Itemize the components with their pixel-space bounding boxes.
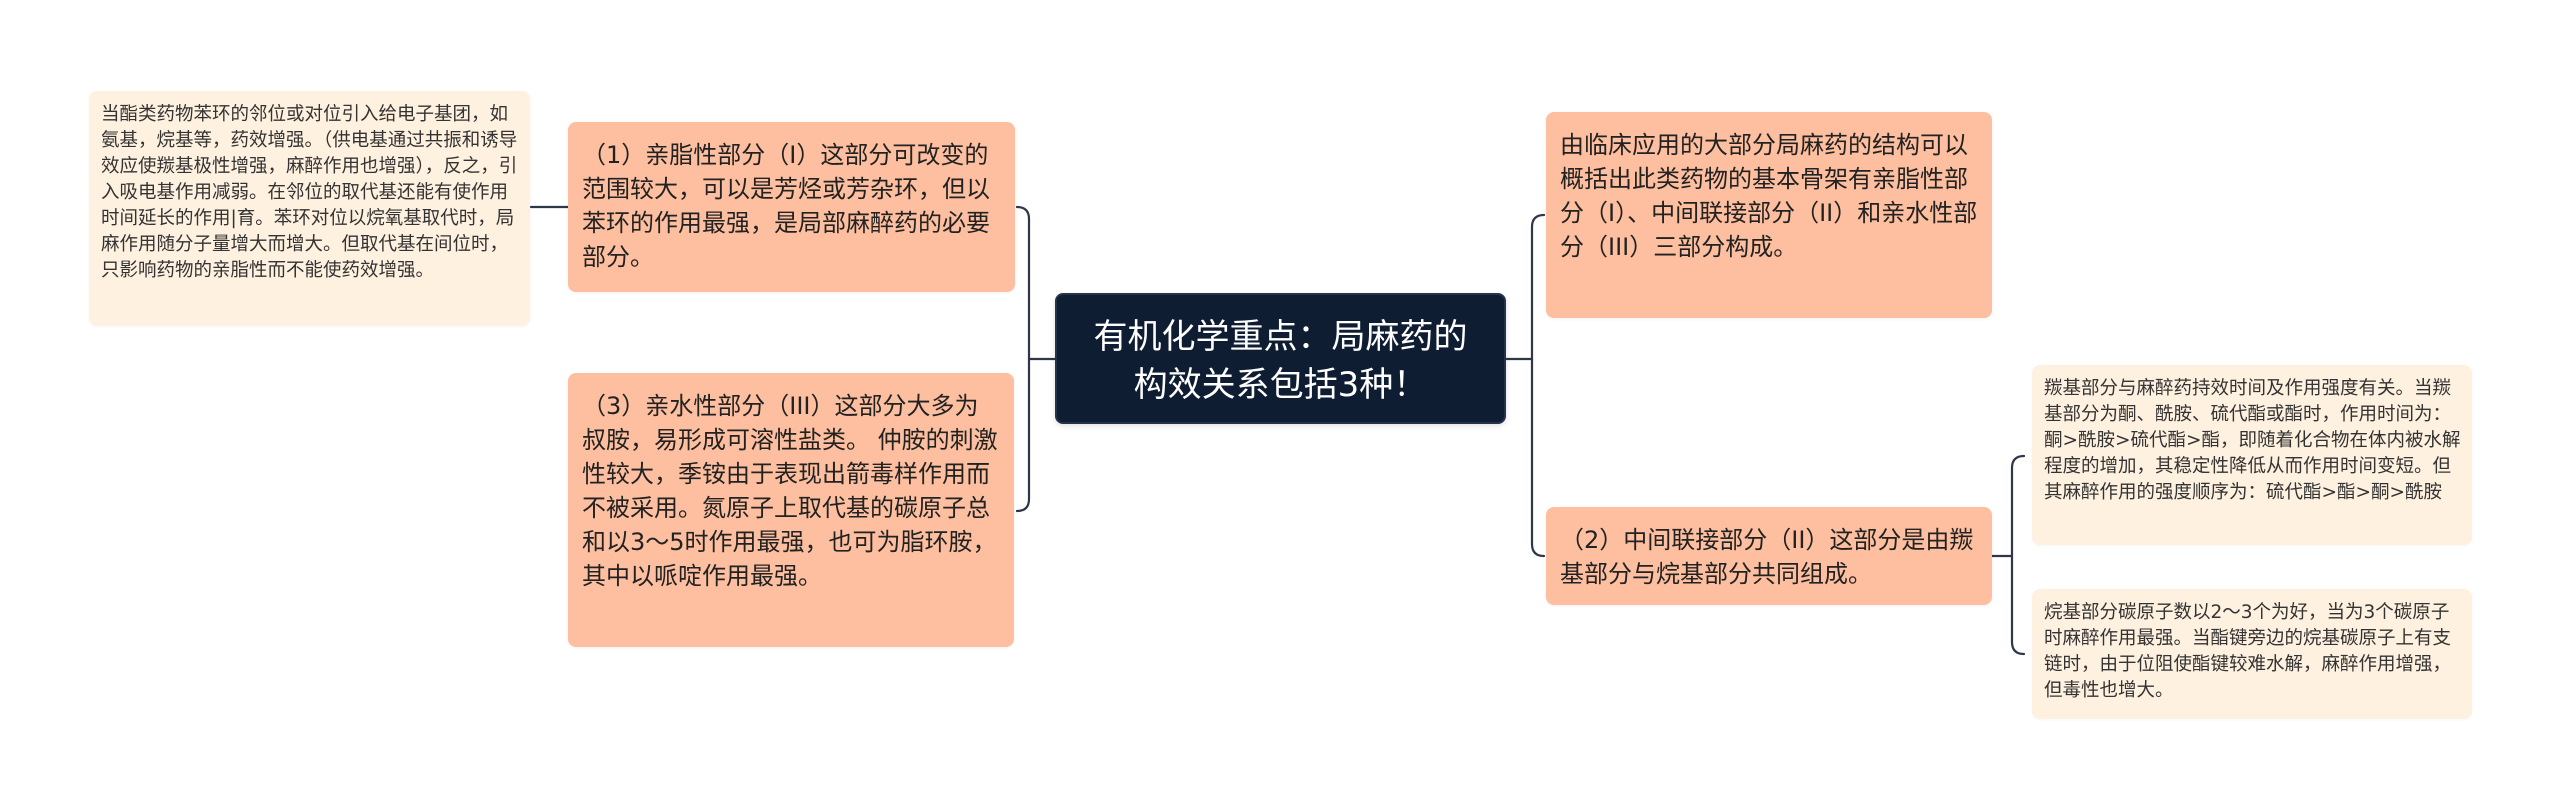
right-detail-carbonyl: 羰基部分与麻醉药持效时间及作用强度有关。当羰基部分为酮、酰胺、硫代酯或酯时，作用…	[2032, 365, 2472, 545]
connector-center-left-branch-top	[1015, 205, 1031, 361]
connector-center-right-branch-bottom	[1530, 357, 1546, 558]
right-detail-alkyl: 烷基部分碳原子数以2～3个为好，当为3个碳原子时麻醉作用最强。当酯键旁边的烷基碳…	[2032, 589, 2472, 719]
left-topic-lipophilic: （1）亲脂性部分（I）这部分可改变的范围较大，可以是芳烃或芳杂环，但以苯环的作用…	[568, 122, 1015, 292]
left-topic-hydrophilic: （3）亲水性部分（III）这部分大多为叔胺，易形成可溶性盐类。 仲胺的刺激性较大…	[568, 373, 1014, 647]
central-topic: 有机化学重点：局麻药的构效关系包括3种！	[1055, 293, 1506, 424]
left-detail-note-text: 当酯类药物苯环的邻位或对位引入给电子基团，如氨基，烷基等，药效增强。（供电基通过…	[101, 104, 518, 281]
right-topic-linker-text: （2）中间联接部分（II）这部分是由羰基部分与烷基部分共同组成。	[1560, 526, 1974, 588]
left-topic-hydrophilic-text: （3）亲水性部分（III）这部分大多为叔胺，易形成可溶性盐类。 仲胺的刺激性较大…	[582, 392, 998, 590]
right-detail-carbonyl-text: 羰基部分与麻醉药持效时间及作用强度有关。当羰基部分为酮、酰胺、硫代酯或酯时，作用…	[2044, 378, 2461, 503]
right-topic-linker: （2）中间联接部分（II）这部分是由羰基部分与烷基部分共同组成。	[1546, 507, 1992, 605]
left-topic-lipophilic-text: （1）亲脂性部分（I）这部分可改变的范围较大，可以是芳烃或芳杂环，但以苯环的作用…	[582, 141, 990, 271]
left-detail-note: 当酯类药物苯环的邻位或对位引入给电子基团，如氨基，烷基等，药效增强。（供电基通过…	[89, 91, 530, 326]
connector-center-right-branch-top	[1530, 213, 1546, 361]
connector-right-main-branch-top	[2010, 454, 2026, 558]
right-topic-skeleton-text: 由临床应用的大部分局麻药的结构可以概括出此类药物的基本骨架有亲脂性部分（I）、中…	[1560, 131, 1978, 261]
right-topic-skeleton: 由临床应用的大部分局麻药的结构可以概括出此类药物的基本骨架有亲脂性部分（I）、中…	[1546, 112, 1992, 318]
connector-center-left-branch-bottom	[1015, 357, 1031, 513]
connector-right-main-branch-bottom	[2010, 554, 2026, 656]
central-topic-text: 有机化学重点：局麻药的构效关系包括3种！	[1093, 317, 1468, 405]
right-detail-alkyl-text: 烷基部分碳原子数以2～3个为好，当为3个碳原子时麻醉作用最强。当酯键旁边的烷基碳…	[2044, 602, 2452, 701]
